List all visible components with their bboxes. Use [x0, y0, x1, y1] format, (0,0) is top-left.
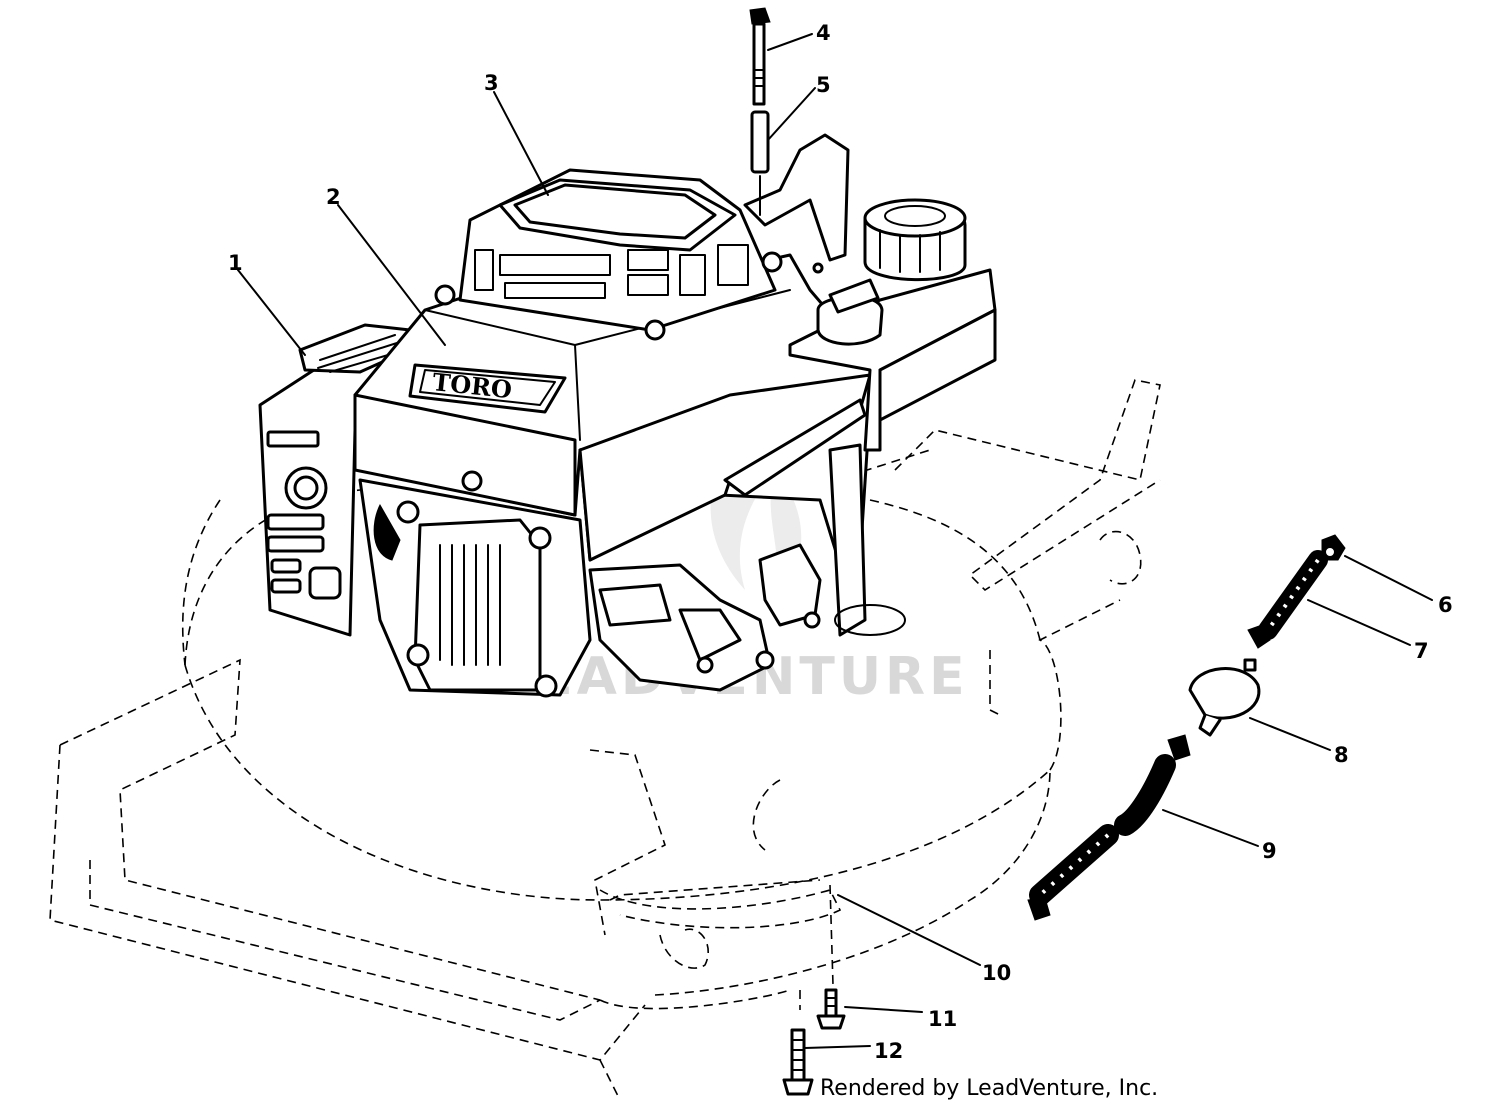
cooling-fins — [439, 544, 501, 666]
bolt-4 — [749, 7, 771, 106]
blower-vents — [474, 244, 749, 299]
bolt — [534, 674, 558, 698]
callout-9: 9 — [1262, 839, 1277, 863]
callout-8: 8 — [1334, 743, 1349, 767]
callout-1: 1 — [228, 251, 243, 275]
fuel-filter — [1188, 667, 1261, 720]
callout-4: 4 — [816, 21, 831, 45]
bolt — [528, 526, 552, 550]
callout-3: 3 — [484, 71, 499, 95]
callout-11: 11 — [928, 1007, 957, 1031]
bolt — [406, 643, 430, 667]
callouts: 1 2 3 4 5 6 7 8 9 10 11 12 — [228, 21, 1453, 1063]
leader-lines — [237, 33, 1433, 1049]
fuel-line-parts — [1027, 534, 1346, 921]
mount-leg — [828, 443, 867, 637]
starter-handle — [743, 133, 850, 262]
brand-badge: TORO — [408, 363, 567, 414]
fuel-cap — [863, 198, 967, 282]
air-filter-cover — [513, 183, 717, 240]
bolt — [396, 500, 420, 524]
credit-text: Rendered by LeadVenture, Inc. — [820, 1076, 1159, 1101]
engine: TORO — [258, 133, 997, 698]
callout-10: 10 — [982, 961, 1011, 985]
mower-deck — [49, 379, 1161, 1101]
callout-6: 6 — [1438, 593, 1453, 617]
callout-7: 7 — [1414, 639, 1429, 663]
callout-5: 5 — [816, 73, 831, 97]
screw-11 — [816, 988, 846, 1030]
screw-12 — [782, 1028, 814, 1096]
callout-12: 12 — [874, 1039, 903, 1063]
callout-2: 2 — [326, 185, 341, 209]
spacer-5 — [750, 110, 770, 216]
